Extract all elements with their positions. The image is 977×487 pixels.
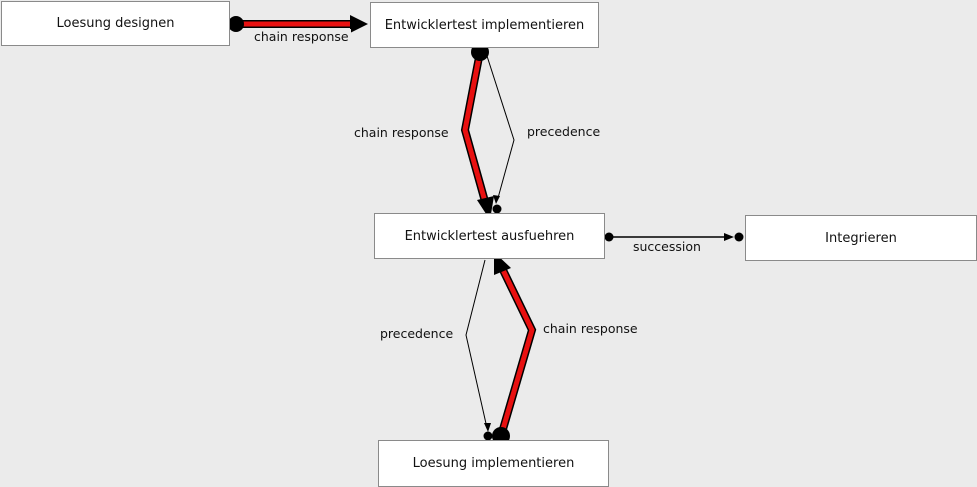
activity-label: Loesung implementieren [412, 456, 575, 471]
activity-entwicklertest-implementieren[interactable]: Entwicklertest implementieren [370, 2, 599, 48]
edge-succession-ausf-to-integrieren[interactable] [604, 232, 744, 242]
target-dot-icon [483, 431, 493, 441]
source-dot-icon [604, 232, 614, 242]
edge-line [486, 55, 515, 199]
edge-chain-response-impl-to-ausf[interactable] [460, 43, 494, 220]
activity-label: Loesung designen [56, 16, 175, 31]
edge-label-impl-to-ausf-precedence: precedence [525, 124, 603, 139]
activity-label: Entwicklertest ausfuehren [404, 228, 575, 244]
activity-label: Integrieren [825, 230, 897, 246]
edge-chain-response-designen-to-impl[interactable] [228, 15, 368, 33]
edge-chain-response-loesimpl-to-ausf[interactable] [492, 252, 537, 445]
activity-label: Entwicklertest implementieren [384, 17, 585, 33]
target-dot-icon [492, 204, 502, 214]
target-dot-icon [734, 232, 744, 242]
edge-label-designen-to-impl: chain response [252, 29, 351, 44]
activity-loesung-designen[interactable]: Loesung designen [1, 1, 230, 46]
arrowhead-icon [493, 195, 500, 204]
arrowhead-icon [350, 15, 368, 33]
edge-line [465, 259, 488, 429]
edge-precedence-ausf-to-loesimpl[interactable] [465, 259, 493, 441]
activity-integrieren[interactable]: Integrieren [745, 215, 977, 261]
source-dot-icon [228, 16, 244, 32]
edge-label-impl-to-ausf-chain: chain response [352, 125, 451, 140]
activity-entwicklertest-ausfuehren[interactable]: Entwicklertest ausfuehren [374, 213, 605, 259]
edge-precedence-impl-to-ausf[interactable] [486, 55, 515, 214]
edge-label-ausf-to-loesimpl-precedence: precedence [378, 326, 456, 341]
activity-loesung-implementieren[interactable]: Loesung implementieren [378, 440, 609, 487]
arrowhead-icon [484, 423, 491, 432]
edge-label-loesimpl-to-ausf-chain: chain response [541, 321, 640, 336]
edge-label-ausf-to-integrieren: succession [631, 239, 703, 254]
edge-fill [462, 51, 489, 206]
edge-fill [498, 268, 535, 437]
arrowhead-icon [724, 233, 734, 241]
